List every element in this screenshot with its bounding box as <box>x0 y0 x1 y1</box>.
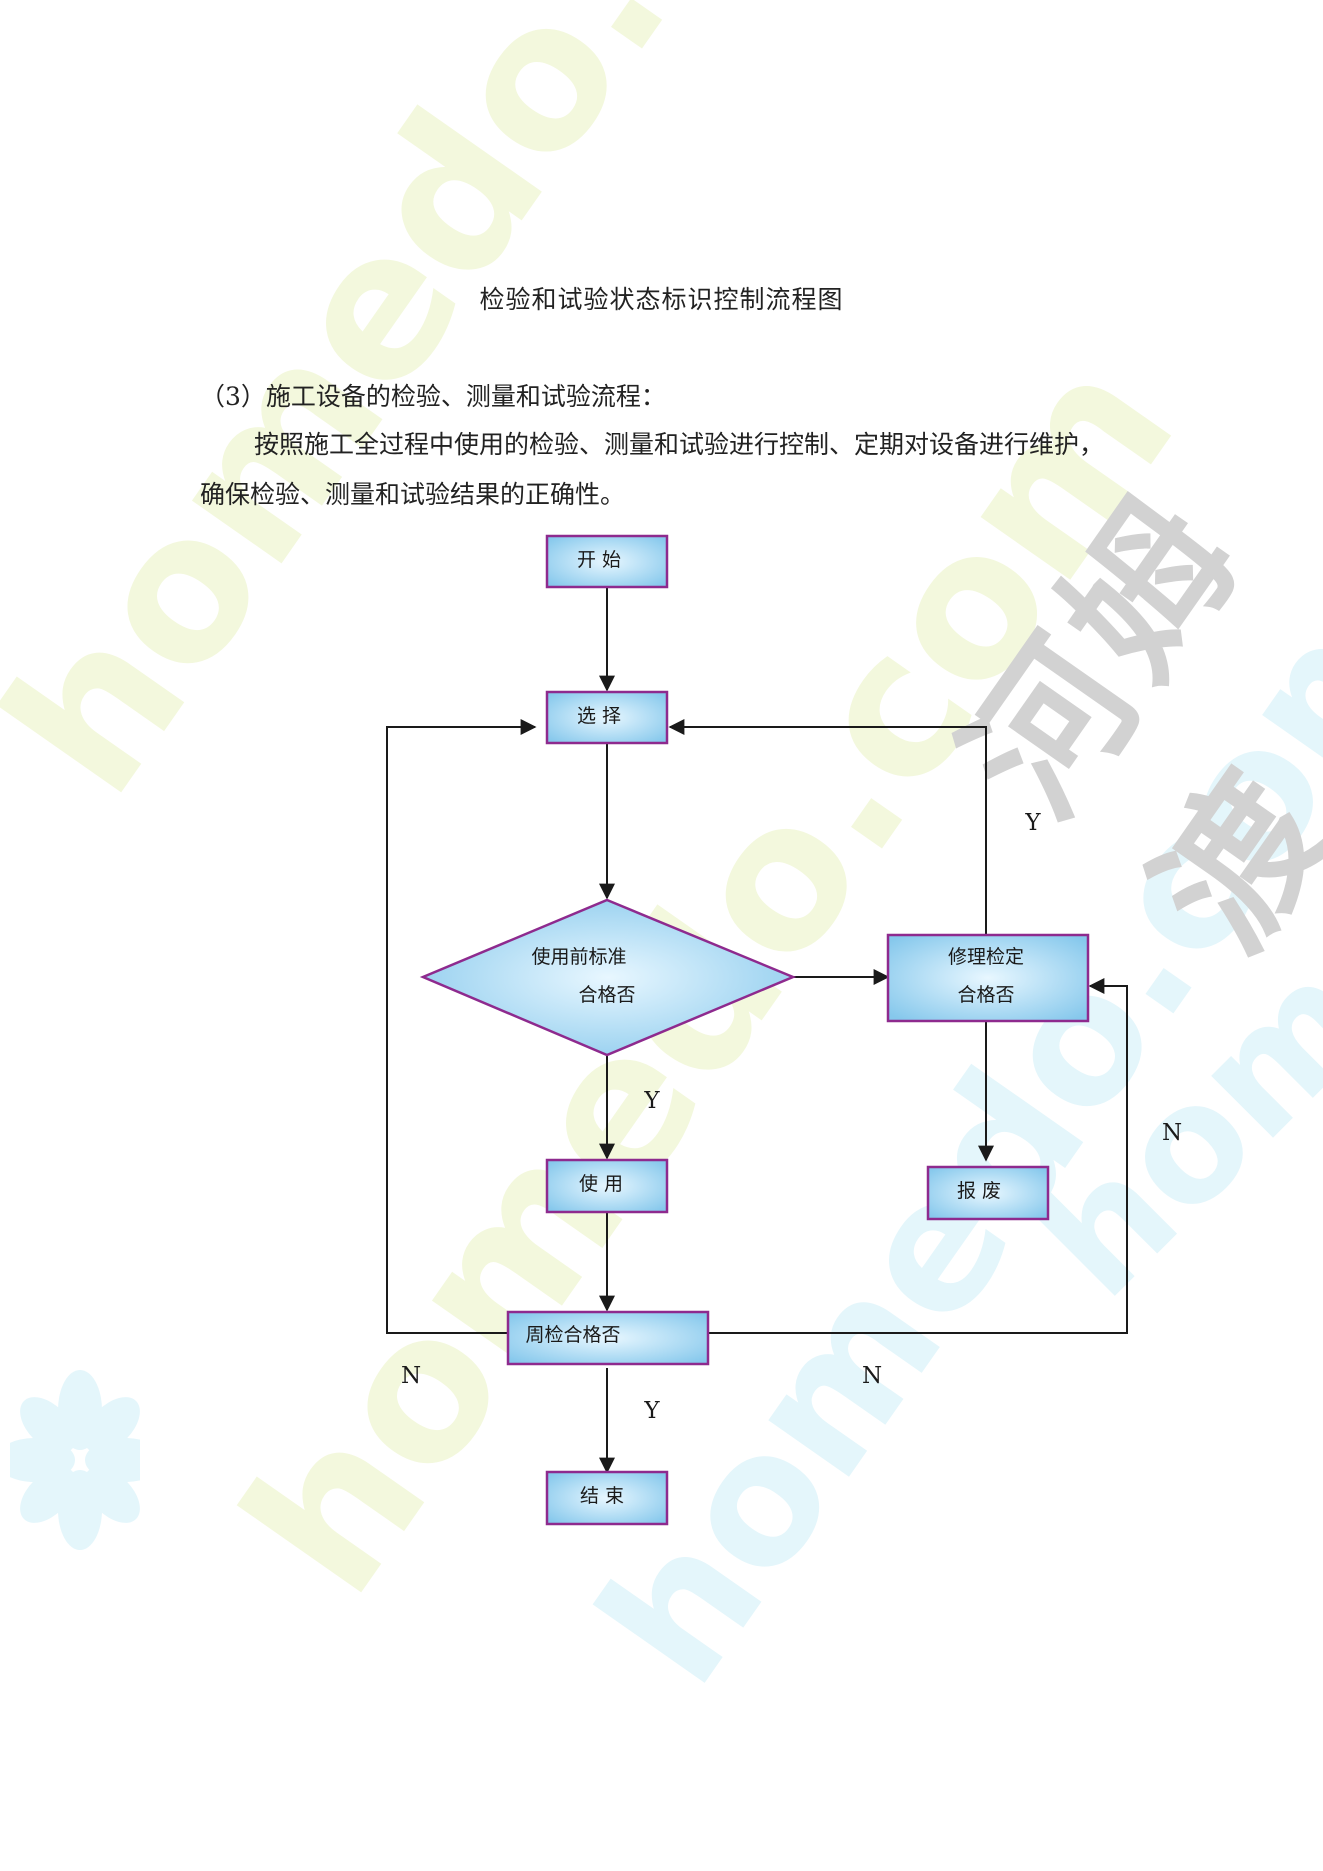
branch-label-repair-no: N <box>1162 1120 1182 1146</box>
weekly-check-label: 周检合格否 <box>525 1324 620 1346</box>
weekly-check-box <box>506 1310 710 1366</box>
select-label: 选 择 <box>577 705 621 727</box>
repair-label-line2: 合格否 <box>957 984 1014 1006</box>
arrow-weekly-to-repair <box>708 978 1128 1334</box>
pre-use-label-line1: 使用前标准 <box>531 946 626 968</box>
use-label: 使 用 <box>579 1173 623 1195</box>
body-paragraph: 按照施工全过程中使用的检验、测量和试验进行控制、定期对设备进行维护，确保检验、测… <box>200 430 1105 509</box>
branch-label-repair-yes: Y <box>1024 810 1041 836</box>
repair-check-box <box>886 933 1090 1023</box>
branch-label-check-yes: Y <box>643 1088 660 1114</box>
branch-label-weekly-no-right: N <box>862 1363 882 1389</box>
end-box <box>545 1470 669 1526</box>
arrow-repair-to-select <box>668 719 987 935</box>
start-box <box>545 534 669 589</box>
connector-lines <box>386 587 1128 1474</box>
section-heading: （3）施工设备的检验、测量和试验流程： <box>200 382 666 411</box>
start-label: 开 始 <box>577 549 621 571</box>
select-box <box>545 690 669 745</box>
flower-logo-icon <box>10 1370 140 1550</box>
arrow-weekly-to-select <box>386 719 537 1334</box>
scrap-label: 报 废 <box>957 1180 1001 1202</box>
end-label: 结 束 <box>580 1485 624 1507</box>
scrap-box <box>926 1165 1050 1221</box>
branch-label-weekly-no-left: N <box>401 1363 421 1389</box>
use-box <box>545 1158 669 1214</box>
pre-use-check-diamond <box>419 898 797 1057</box>
branch-label-weekly-yes: Y <box>643 1398 660 1424</box>
pre-use-label-line2: 合格否 <box>578 984 635 1006</box>
page-title: 检验和试验状态标识控制流程图 <box>479 285 844 314</box>
repair-label-line1: 修理检定 <box>948 946 1024 968</box>
